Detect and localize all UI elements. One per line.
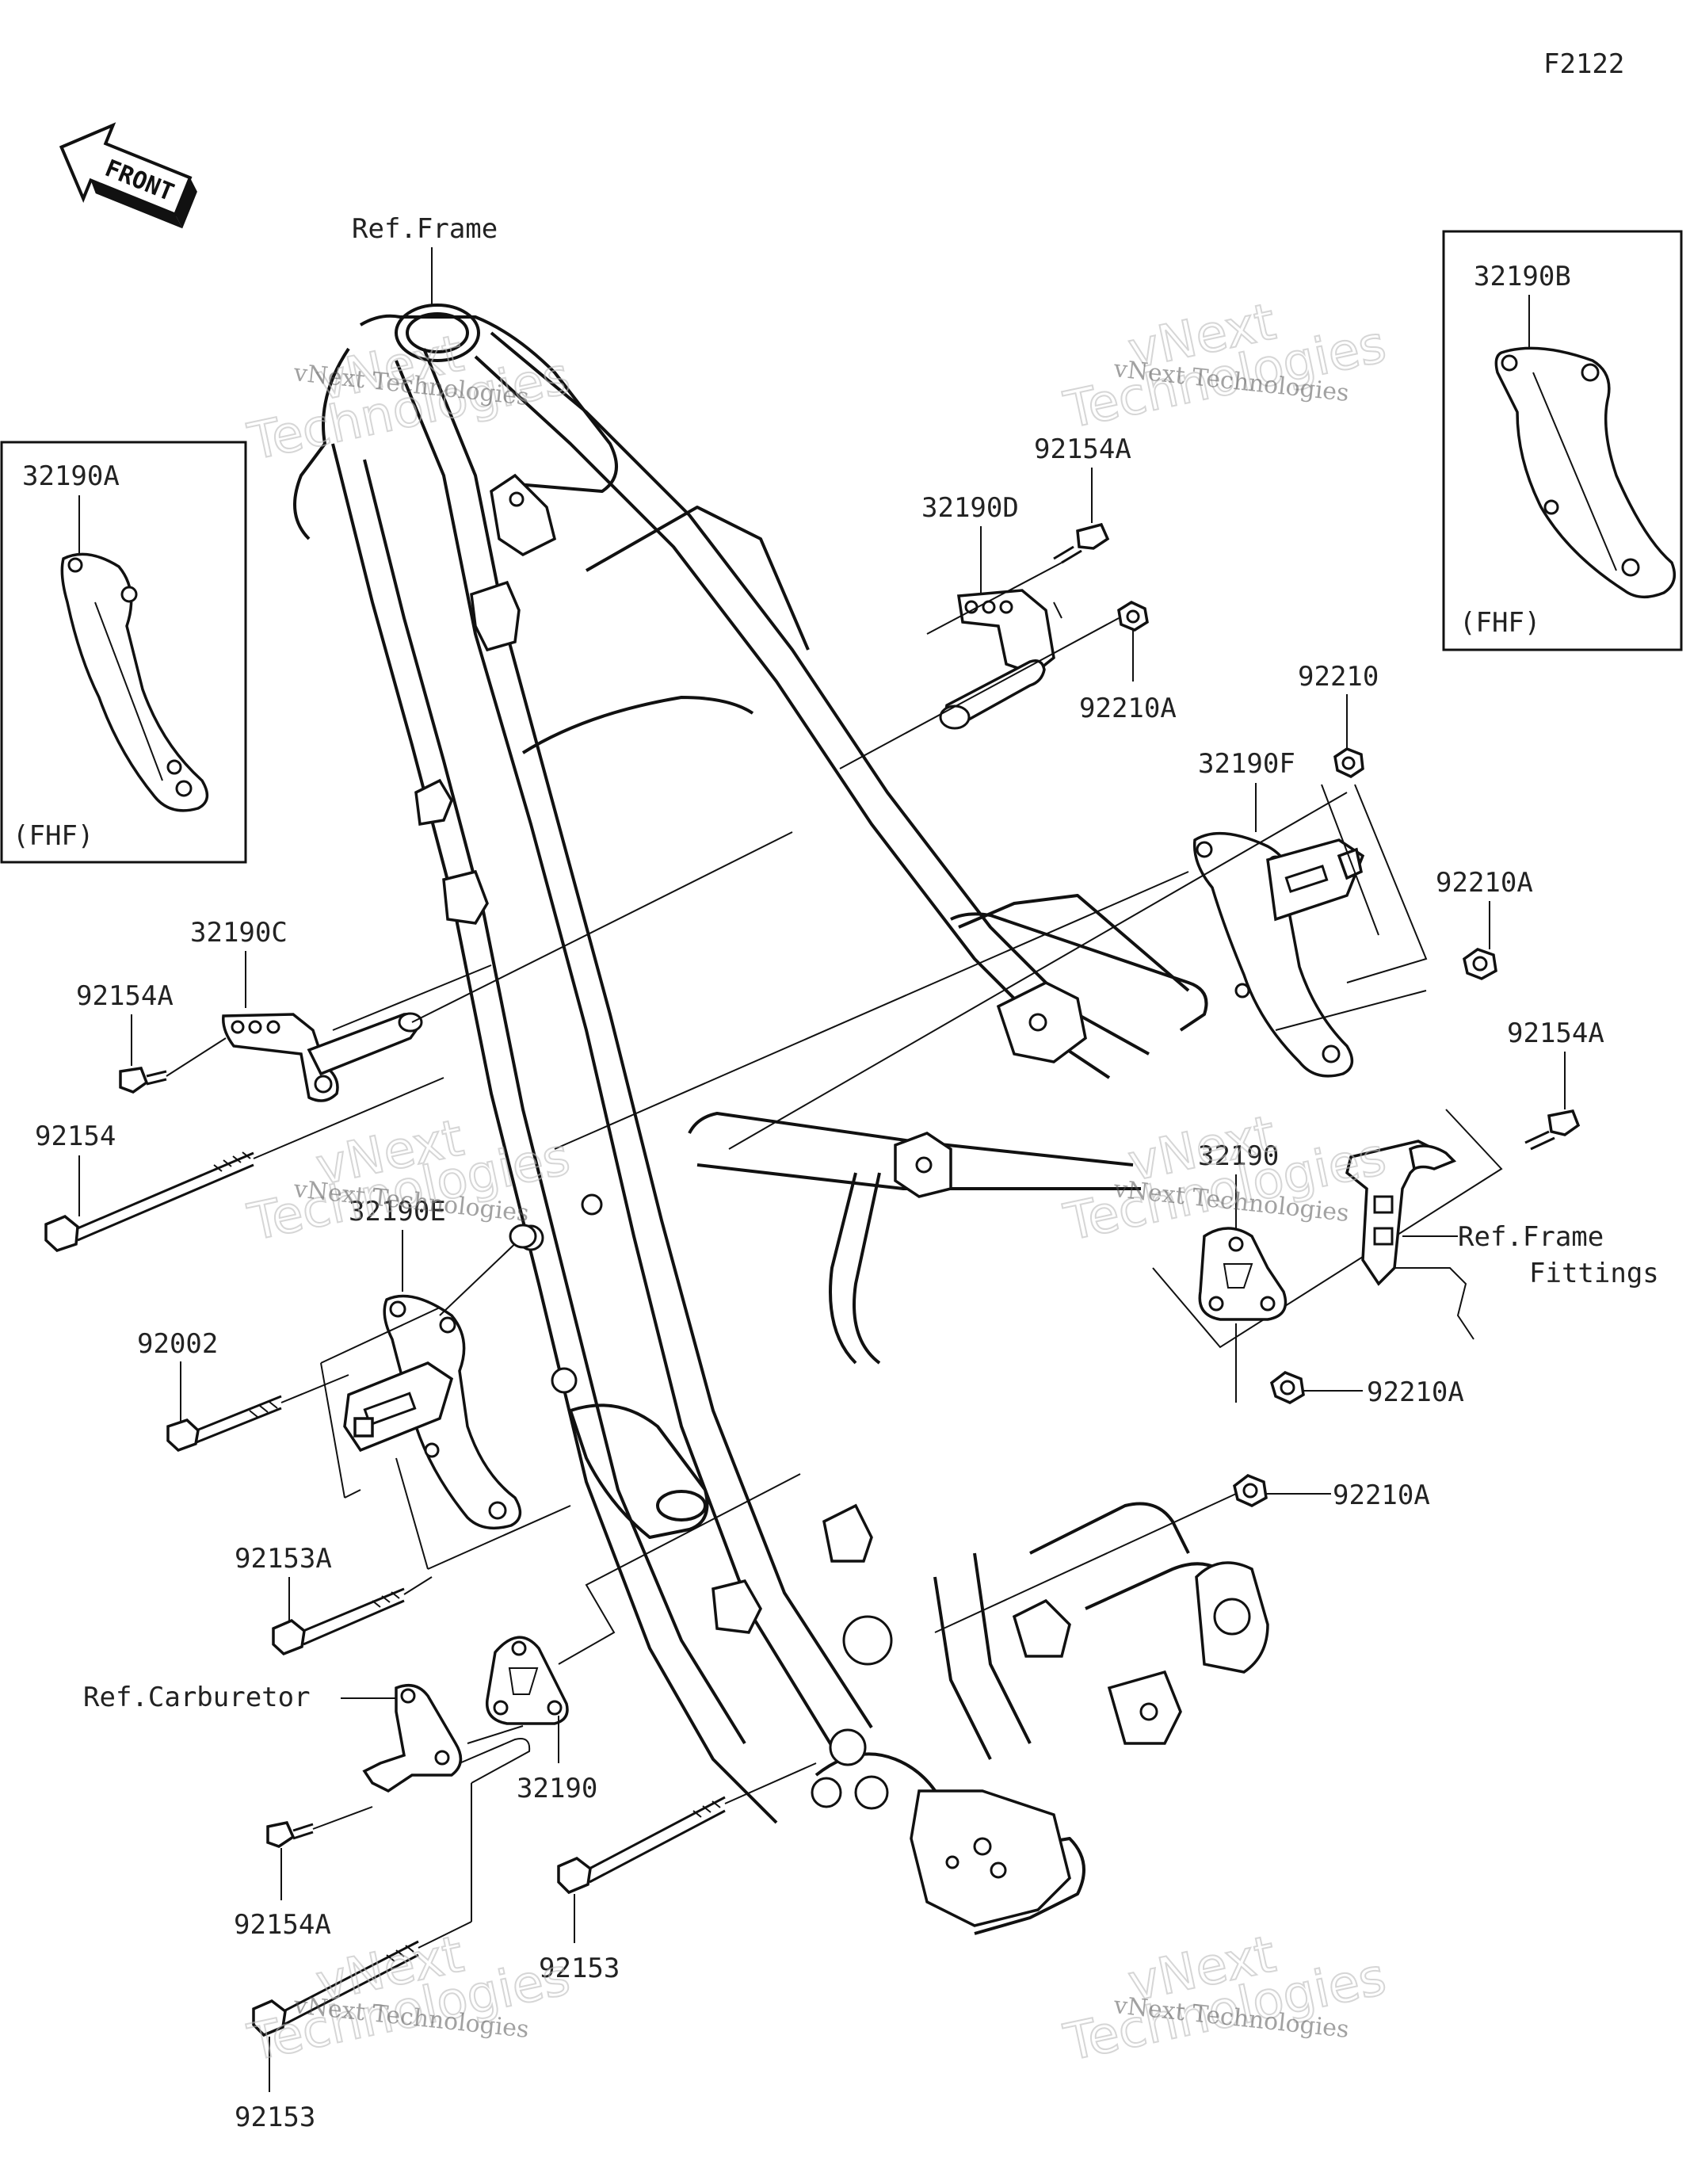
label-92154: 92154	[35, 1121, 116, 1152]
bracket-32190E	[343, 1294, 522, 1530]
label-ref-frame-fittings-2: Fittings	[1529, 1258, 1659, 1289]
bracket-32190F	[1192, 831, 1365, 1078]
nut-92210A-low	[1233, 1474, 1268, 1507]
label-92154A-top: 92154A	[1034, 433, 1131, 465]
bolt-92154A-top	[1053, 522, 1110, 564]
label-32190F: 32190F	[1198, 748, 1295, 780]
bolt-92154	[44, 1151, 254, 1252]
nut-92210A-f	[1463, 948, 1497, 980]
bracket-32190-right	[1198, 1227, 1288, 1321]
label-32190D: 32190D	[921, 492, 1019, 524]
bracket-ref-carburetor	[362, 1683, 531, 1793]
label-32190B: 32190B	[1474, 261, 1571, 292]
bolt-92154A-left	[119, 1067, 167, 1094]
label-ref-frame: Ref.Frame	[352, 213, 498, 245]
bolt-92153A	[272, 1587, 405, 1656]
label-92153-mid: 92153	[539, 1953, 620, 1984]
label-92210A-top: 92210A	[1079, 693, 1177, 724]
label-92002: 92002	[137, 1328, 218, 1360]
label-92210A-f: 92210A	[1436, 867, 1533, 899]
label-32190A: 32190A	[22, 460, 120, 492]
label-32190-bottom: 32190	[517, 1773, 597, 1804]
label-ref-frame-fittings-1: Ref.Frame	[1458, 1221, 1604, 1253]
label-32190C: 32190C	[190, 917, 288, 949]
diagram-code: F2122	[1543, 48, 1624, 80]
bolt-92154A-bottom	[266, 1820, 314, 1848]
inset-32190A: 32190A (FHF)	[0, 441, 247, 864]
label-92210A-mid: 92210A	[1367, 1376, 1464, 1408]
inset-32190B: 32190B (FHF)	[1442, 230, 1683, 651]
label-92154A-left: 92154A	[76, 980, 174, 1012]
label-92154A-right: 92154A	[1507, 1018, 1604, 1049]
bushing-near-32190E	[509, 1224, 537, 1249]
watermark-bottom-right: vNext Technologies vNext Technologies	[1059, 1924, 1392, 2073]
label-32190-right: 32190	[1198, 1140, 1279, 1172]
label-32190E: 32190E	[349, 1196, 446, 1228]
bracket-32190C	[222, 1012, 423, 1102]
fhf-right: (FHF)	[1459, 607, 1540, 639]
bracket-32190D	[939, 589, 1055, 730]
label-92210: 92210	[1298, 661, 1379, 693]
nut-92210A-mid	[1269, 1371, 1305, 1404]
label-92153A: 92153A	[235, 1543, 332, 1575]
label-92154A-bottom: 92154A	[234, 1909, 331, 1941]
label-92153-bottom: 92153	[235, 2102, 315, 2133]
bracket-32190-bottom	[485, 1636, 569, 1725]
front-arrow-icon: FRONT	[59, 122, 197, 229]
bolt-92154A-right	[1524, 1109, 1581, 1151]
bolt-92153-mid	[557, 1796, 726, 1895]
watermark-bottom-left: vNext Technologies vNext Technologies	[242, 1924, 576, 2073]
watermark-top-right: vNext Technologies vNext Technologies	[1059, 292, 1392, 441]
bolt-92153-bottom	[252, 1940, 419, 2037]
motorcycle-frame	[293, 304, 1269, 1935]
label-ref-carburetor: Ref.Carburetor	[83, 1682, 311, 1713]
bracket-frame-fittings	[1345, 1140, 1474, 1340]
label-92210A-low: 92210A	[1333, 1480, 1430, 1511]
nut-92210	[1333, 747, 1364, 779]
fhf-left: (FHF)	[13, 820, 93, 852]
bolt-92002	[166, 1395, 282, 1453]
nut-92210A-top	[1117, 601, 1149, 632]
